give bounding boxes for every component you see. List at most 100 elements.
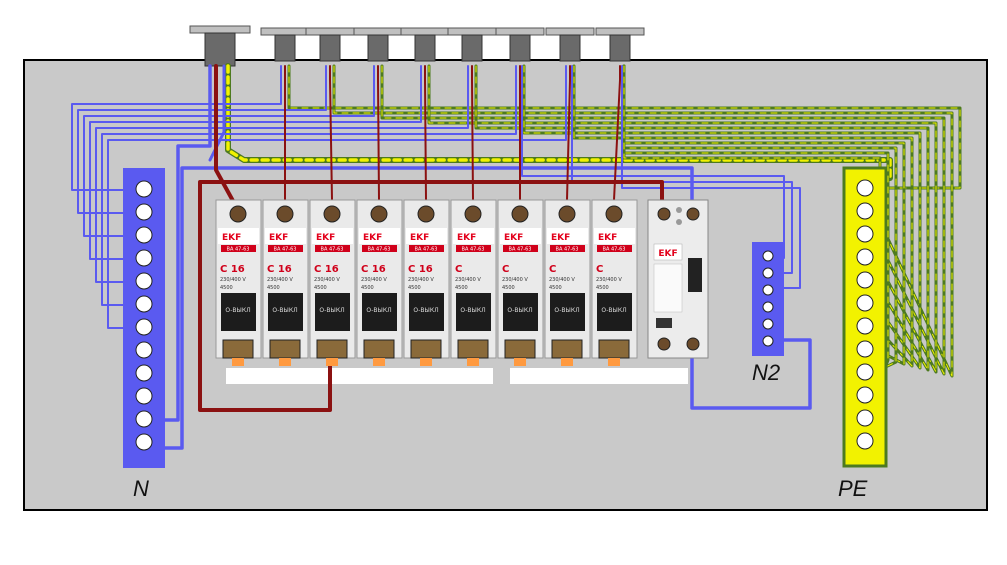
breaker-bottom-terminal (410, 339, 442, 359)
breaker-brand: EKF (598, 233, 617, 243)
breaker-brand: EKF (316, 233, 335, 243)
breaker-bottom-terminal (551, 339, 583, 359)
circuit-phase-wire (566, 65, 571, 201)
earth-terminal (856, 386, 874, 404)
earth-wire (474, 64, 930, 372)
breaker-toggle[interactable] (597, 293, 632, 331)
din-rail-right (510, 368, 688, 384)
breaker-switch-text: O-ВЫКЛ (413, 307, 438, 314)
neutral-busbar-terminals (135, 180, 153, 451)
neutral-bus-label: N (133, 476, 149, 501)
earth-wire-stripe (333, 65, 953, 377)
circuit-phase-wire (613, 65, 621, 201)
rcd-lever[interactable] (688, 258, 702, 292)
earth-wire-stripe (381, 65, 945, 375)
breaker-series: BA 47-63 (227, 247, 250, 253)
breaker-voltage: 230/400 V (361, 277, 387, 283)
breaker-rating: C (455, 264, 462, 275)
breaker-voltage: 230/400 V (596, 277, 622, 283)
breaker-brand: EKF (363, 233, 382, 243)
gland-cap (260, 27, 310, 36)
breaker-rating: C 16 (267, 264, 292, 275)
breaker-voltage: 230/400 V (455, 277, 481, 283)
din-rail-left (226, 368, 493, 384)
breaker-capacity: 4500 (408, 285, 421, 291)
gland-cap (447, 27, 497, 36)
neutral-wire (107, 65, 567, 329)
earth-terminal (856, 271, 874, 289)
breaker-series: BA 47-63 (509, 247, 532, 253)
breaker-capacity: 4500 (220, 285, 233, 291)
earth-wire-stripe (573, 65, 913, 367)
neutral-2-terminal (762, 284, 774, 296)
gland-cap (353, 27, 403, 36)
breaker-rating: C 16 (361, 264, 386, 275)
neutral-terminal (135, 318, 153, 336)
neutral-2-terminal (762, 318, 774, 330)
neutral-terminal (135, 433, 153, 451)
breaker-switch-text: O-ВЫКЛ (225, 307, 250, 314)
breaker-top-terminal (511, 205, 529, 223)
breaker-toggle[interactable] (503, 293, 538, 331)
neutral-2-terminal (762, 267, 774, 279)
breaker-brand: EKF (504, 233, 523, 243)
breaker-toggle[interactable] (456, 293, 491, 331)
breaker-voltage: 230/400 V (267, 277, 293, 283)
breaker-top-terminal (370, 205, 388, 223)
gland-cap (400, 27, 450, 36)
breaker-rating: C 16 (314, 264, 339, 275)
breaker-rating: C 16 (408, 264, 433, 275)
earth-wire-stripe (288, 65, 961, 189)
earth-terminal (856, 225, 874, 243)
cable-entries (189, 25, 645, 67)
breaker-capacity: 4500 (549, 285, 562, 291)
n2-wire (621, 65, 801, 289)
breaker-capacity: 4500 (267, 285, 280, 291)
gland-body (414, 34, 436, 62)
breaker-brand: EKF (222, 233, 241, 243)
gland-body (559, 34, 581, 62)
breaker-top-terminal (464, 205, 482, 223)
breaker-switch-text: O-ВЫКЛ (272, 307, 297, 314)
breaker-brand: EKF (410, 233, 429, 243)
neutral-terminal (135, 249, 153, 267)
neutral-terminal (135, 364, 153, 382)
neutral-2-terminal (762, 250, 774, 262)
neutral-terminal (135, 272, 153, 290)
rcd-device: EKF (647, 199, 709, 359)
earth-terminal (856, 363, 874, 381)
earth-wire-stripe (523, 65, 921, 369)
breaker-toggle[interactable] (409, 293, 444, 331)
breaker-toggle[interactable] (221, 293, 256, 331)
circuit-phase-wire (377, 65, 380, 201)
breaker-toggle[interactable] (550, 293, 585, 331)
breaker-switch-text: O-ВЫКЛ (460, 307, 485, 314)
breaker-series: BA 47-63 (274, 247, 297, 253)
earth-terminal (856, 202, 874, 220)
breaker-switch-text: O-ВЫКЛ (319, 307, 344, 314)
breaker-brand: EKF (269, 233, 288, 243)
neutral-terminal (135, 341, 153, 359)
breaker-series: BA 47-63 (462, 247, 485, 253)
breaker-switch-text: O-ВЫКЛ (507, 307, 532, 314)
breaker-toggle[interactable] (362, 293, 397, 331)
breaker-top-terminal (417, 205, 435, 223)
breaker-capacity: 4500 (596, 285, 609, 291)
phase-loop-wire (198, 180, 332, 412)
neutral-terminal (135, 180, 153, 198)
earth-wire-stripe (623, 65, 881, 419)
breaker-toggle[interactable] (315, 293, 350, 331)
earth-wire-stripe (428, 65, 937, 373)
breaker-toggle[interactable] (268, 293, 303, 331)
breaker-bottom-terminal (598, 339, 630, 359)
breaker-capacity: 4500 (502, 285, 515, 291)
neutral-2-terminal (762, 301, 774, 313)
neutral-wire (101, 65, 517, 306)
